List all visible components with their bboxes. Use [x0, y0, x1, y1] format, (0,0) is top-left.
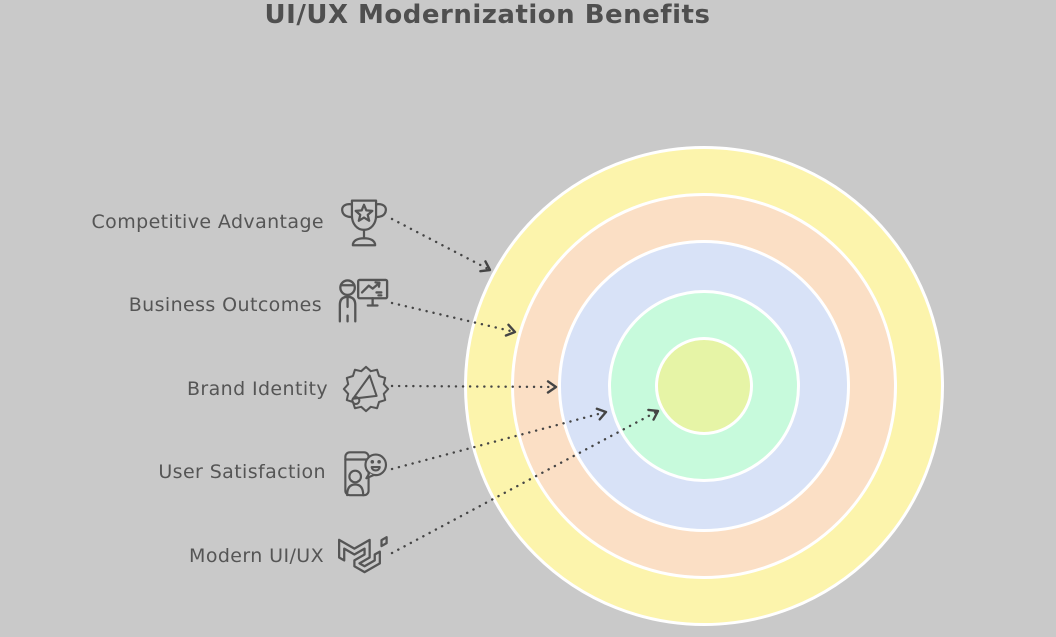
- label-text: Brand Identity: [186, 377, 328, 400]
- label-row-user-satisfaction: User Satisfaction: [0, 431, 392, 515]
- label-column: Competitive Advantage Business Outcomes: [0, 180, 392, 598]
- label-row-brand-identity: Brand Identity: [0, 347, 392, 431]
- diagram-title: UI/UX Modernization Benefits: [264, 0, 711, 30]
- trophy-icon: [338, 194, 390, 250]
- arrow-competitive-advantage: [390, 217, 492, 273]
- label-row-competitive-advantage: Competitive Advantage: [0, 180, 392, 264]
- label-text: User Satisfaction: [158, 461, 326, 484]
- label-text: Modern UI/UX: [189, 544, 324, 567]
- phone-feedback-icon: [340, 444, 390, 500]
- ring-modern-ui-ux: [655, 337, 753, 435]
- label-text: Competitive Advantage: [91, 210, 324, 233]
- mui-cube-icon: [338, 532, 390, 580]
- presenter-chart-icon: [336, 276, 390, 334]
- label-row-modern-ui-ux: Modern UI/UX: [0, 514, 392, 598]
- label-row-business-outcomes: Business Outcomes: [0, 264, 392, 348]
- megaphone-badge-icon: [342, 364, 390, 414]
- label-text: Business Outcomes: [128, 294, 322, 317]
